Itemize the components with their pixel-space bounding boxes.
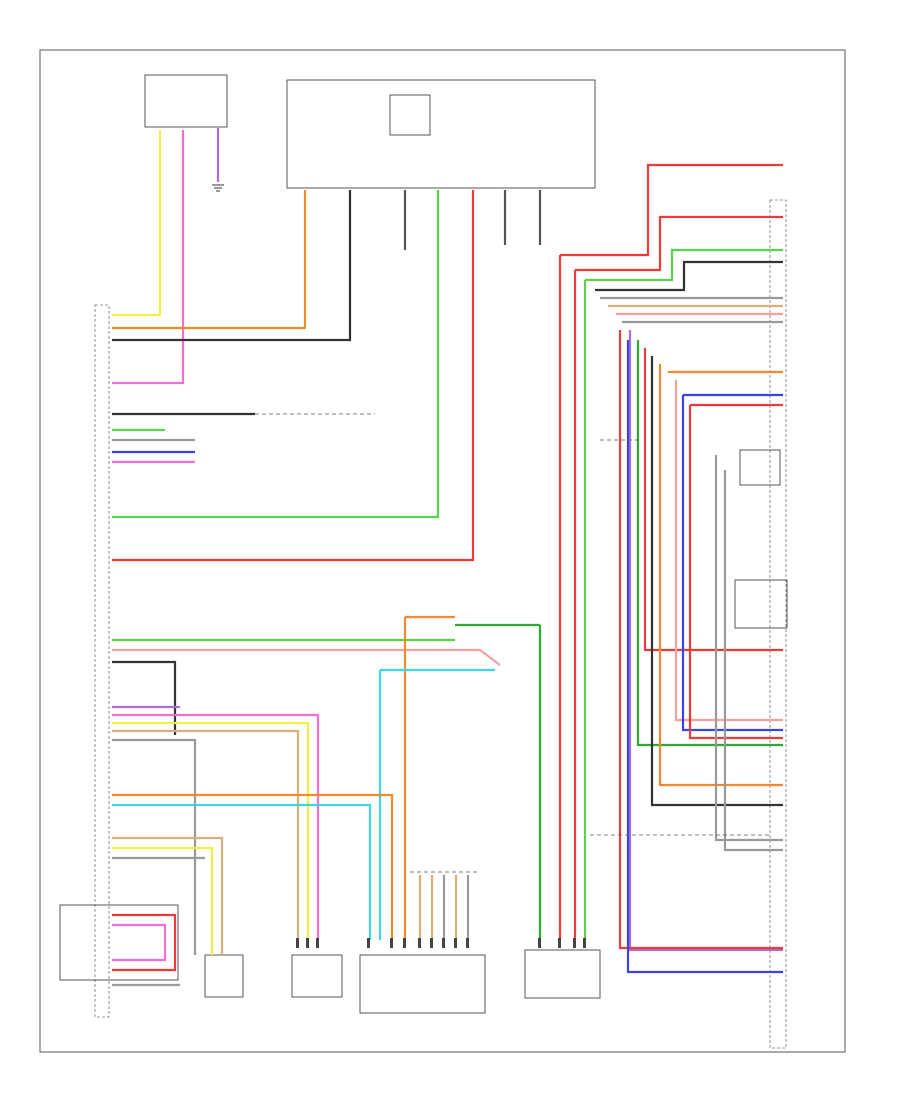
wire-red4-right (688, 405, 783, 740)
wire-red-right2-top (575, 215, 783, 272)
wire-green-right-top (585, 248, 783, 282)
wire-pink-mid (112, 648, 501, 666)
wire-red3-right (643, 348, 783, 652)
steering-lock-box (204, 954, 244, 998)
wire-yellow-lower (112, 721, 310, 940)
wire-orange-lower (112, 793, 394, 940)
wire-red-can (112, 190, 475, 562)
junction-block-box (359, 954, 486, 1014)
left-connector-strip (94, 304, 110, 1018)
wire-lightred2-right (674, 380, 783, 722)
wire-black-mid (112, 660, 177, 735)
connector-pins-bottom (296, 938, 586, 948)
wire-black-right (595, 260, 783, 292)
ground-icon (212, 184, 224, 192)
wire-red-right1-top (560, 163, 783, 257)
wire-black-gnd (112, 190, 352, 342)
wire-violet-right (628, 330, 783, 952)
wire-gray-lower (112, 738, 197, 955)
wire-red-loop (112, 913, 177, 972)
wire-gray-right4 (723, 470, 783, 852)
key-cylinder-switch-box (389, 94, 431, 136)
wire-cyan-lower (112, 803, 372, 940)
wire-gray-right3 (714, 455, 783, 842)
transponder-box (59, 904, 179, 981)
wire-black2-right (650, 356, 783, 807)
wire-blue-bottom-right (626, 340, 783, 974)
wire-green-can (112, 190, 440, 519)
wire-orange-acc (112, 190, 307, 330)
stop-lamp-switch-box (524, 949, 601, 999)
wire-pink-lower (112, 713, 320, 940)
wire-pink-loop (112, 923, 167, 962)
wire-orange-right (658, 364, 783, 787)
diagram-frame (39, 49, 846, 1053)
wire-ignition-pink (112, 130, 185, 385)
right-module-strip (769, 199, 787, 1049)
wire-yellow-lower2 (112, 846, 214, 955)
wire-ignition-yellow (112, 130, 162, 317)
wire-green2-right (636, 340, 783, 747)
receiver-module-box (734, 579, 788, 629)
body-control-module-box (286, 79, 596, 189)
wire-tan-lower2 (112, 836, 224, 955)
wire-blue-right (681, 395, 783, 732)
wire-tan-lower (112, 729, 300, 940)
ignition-switch-box (144, 74, 228, 128)
power-switch-box (291, 954, 343, 998)
brake-relay-box (739, 449, 781, 486)
wire-red-bottom-right (618, 330, 783, 950)
